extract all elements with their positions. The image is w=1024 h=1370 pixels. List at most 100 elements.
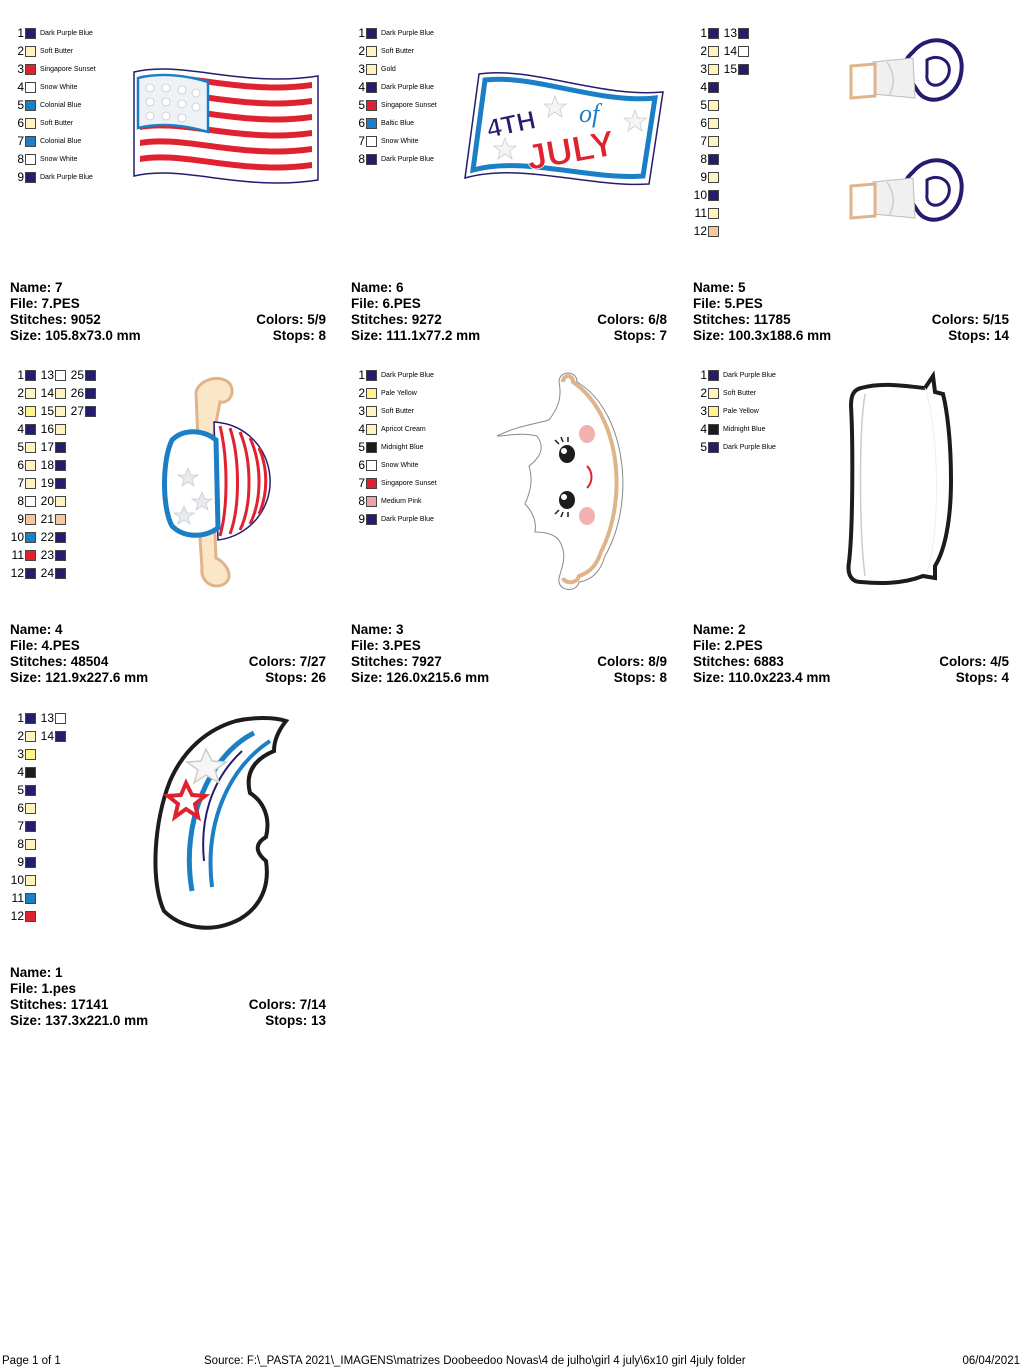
palette-entry: 7 — [4, 474, 36, 492]
palette-entry: 11 — [4, 889, 36, 907]
color-swatch — [366, 27, 377, 39]
design-name-label: Name: — [10, 622, 52, 637]
palette-index: 5 — [700, 440, 707, 454]
palette-index: 22 — [40, 530, 54, 544]
color-count: Colors: 4/5 — [939, 654, 1009, 670]
color-swatch — [25, 153, 36, 165]
color-swatch — [366, 405, 377, 417]
palette-entry: 14 — [717, 42, 749, 60]
palette-index: 25 — [70, 368, 84, 382]
color-swatch — [708, 441, 719, 453]
palette-entry: 10 — [4, 871, 36, 889]
palette-index: 5 — [700, 98, 707, 112]
hair-ties-design-art — [849, 38, 964, 222]
color-swatch — [366, 45, 377, 57]
color-swatch — [25, 117, 36, 129]
palette-entry: 4 — [4, 420, 36, 438]
stop-count: Stops: 13 — [265, 1013, 326, 1029]
color-swatch — [25, 423, 36, 435]
stop-count-value: 26 — [310, 670, 326, 685]
color-swatch — [25, 874, 36, 886]
info-row: File: 2.PES — [693, 638, 1009, 654]
palette-index: 4 — [17, 422, 24, 436]
color-swatch — [55, 369, 66, 381]
color-swatch — [25, 495, 36, 507]
color-swatch — [55, 441, 66, 453]
color-swatch — [708, 153, 719, 165]
stop-count-value: 13 — [310, 1013, 326, 1028]
design-size-label: Size: — [351, 670, 383, 685]
palette-index: 7 — [358, 134, 365, 148]
color-swatch — [738, 63, 749, 75]
palette-entry: 5 — [4, 781, 36, 799]
palette-index: 9 — [358, 512, 365, 526]
palette-entry: 13 — [34, 366, 66, 384]
color-swatch — [25, 99, 36, 111]
design-size-value: 110.0x223.4 mm — [728, 670, 831, 685]
color-name: Midnight Blue — [723, 425, 766, 433]
color-swatch — [55, 712, 66, 724]
color-count-value: 7/14 — [299, 997, 326, 1012]
design-size-value: 121.9x227.6 mm — [45, 670, 149, 685]
color-swatch — [85, 405, 96, 417]
color-swatch — [366, 459, 377, 471]
color-name: Colonial Blue — [40, 101, 82, 109]
stop-count: Stops: 7 — [614, 328, 667, 344]
palette-index: 3 — [17, 747, 24, 761]
palette-index: 8 — [17, 837, 24, 851]
palette-index: 21 — [40, 512, 54, 526]
palette-index: 15 — [40, 404, 54, 418]
color-name: Baltic Blue — [381, 119, 415, 127]
color-swatch — [738, 27, 749, 39]
stop-count-value: 8 — [659, 670, 667, 685]
design-name-label: Name: — [10, 965, 52, 980]
hair-outline-design-art — [846, 370, 954, 586]
color-name: Dark Purple Blue — [381, 371, 434, 379]
color-swatch — [708, 99, 719, 111]
info-row: Name: 5 — [693, 280, 1009, 296]
color-swatch — [366, 117, 377, 129]
stitch-count-label: Stitches: — [10, 654, 68, 669]
palette-index: 1 — [358, 368, 365, 382]
color-swatch — [25, 459, 36, 471]
design-size-value: 105.8x73.0 mm — [45, 328, 141, 343]
palette-entry: 2 — [4, 727, 36, 745]
stitch-count: Stitches: 48504 — [10, 654, 108, 670]
stitch-count-label: Stitches: — [351, 312, 409, 327]
design-name-value: 3 — [396, 622, 404, 637]
stitch-count-label: Stitches: — [693, 654, 751, 669]
color-swatch — [708, 405, 719, 417]
palette-index: 3 — [358, 62, 365, 76]
palette-index: 3 — [700, 62, 707, 76]
palette-index: 11 — [694, 206, 707, 220]
color-swatch — [366, 369, 377, 381]
palette-index: 12 — [10, 909, 24, 923]
color-name: Dark Purple Blue — [40, 29, 93, 37]
color-swatch — [25, 730, 36, 742]
color-swatch — [25, 81, 36, 93]
stitch-count: Stitches: 9052 — [10, 312, 101, 328]
palette-entry: 8 — [4, 492, 36, 510]
design-name: Name: 4 — [10, 622, 63, 638]
design-size: Size: 110.0x223.4 mm — [693, 670, 830, 686]
palette-entry: 12 — [4, 564, 36, 582]
design-file-label: File: — [10, 638, 38, 653]
palette-entry: 8 — [4, 835, 36, 853]
design-file-label: File: — [351, 296, 379, 311]
color-count-value: 7/27 — [299, 654, 326, 669]
palette-index: 16 — [40, 422, 54, 436]
design-size-value: 126.0x215.6 mm — [386, 670, 490, 685]
